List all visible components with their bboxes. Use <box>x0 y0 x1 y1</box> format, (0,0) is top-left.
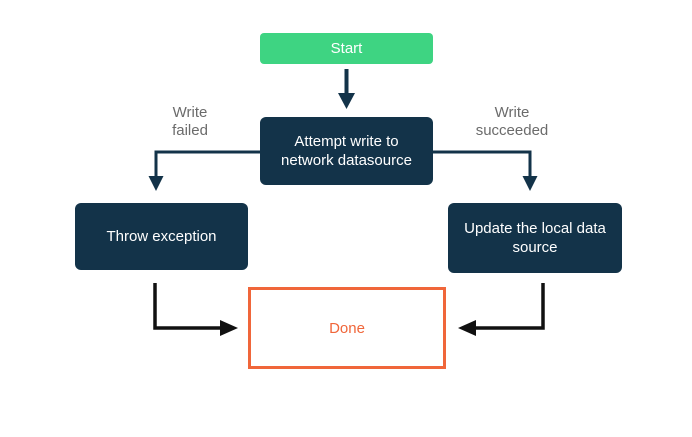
connector-start-to-attempt <box>338 69 355 109</box>
connector-attempt-to-update <box>433 150 538 191</box>
node-done: Done <box>248 287 446 369</box>
edge-label-write-failed: Write failed <box>172 104 208 139</box>
connector-attempt-to-throw <box>148 150 260 191</box>
connector-throw-to-done <box>153 283 238 336</box>
edge-label-write-succeeded: Write succeeded <box>475 104 549 139</box>
node-throw-exception: Throw exception <box>75 203 248 270</box>
connector-update-to-done <box>458 283 545 336</box>
node-attempt-write: Attempt write to network datasource <box>260 117 433 185</box>
node-update-local-data-source: Update the local data source <box>448 203 622 273</box>
node-start: Start <box>260 33 433 64</box>
